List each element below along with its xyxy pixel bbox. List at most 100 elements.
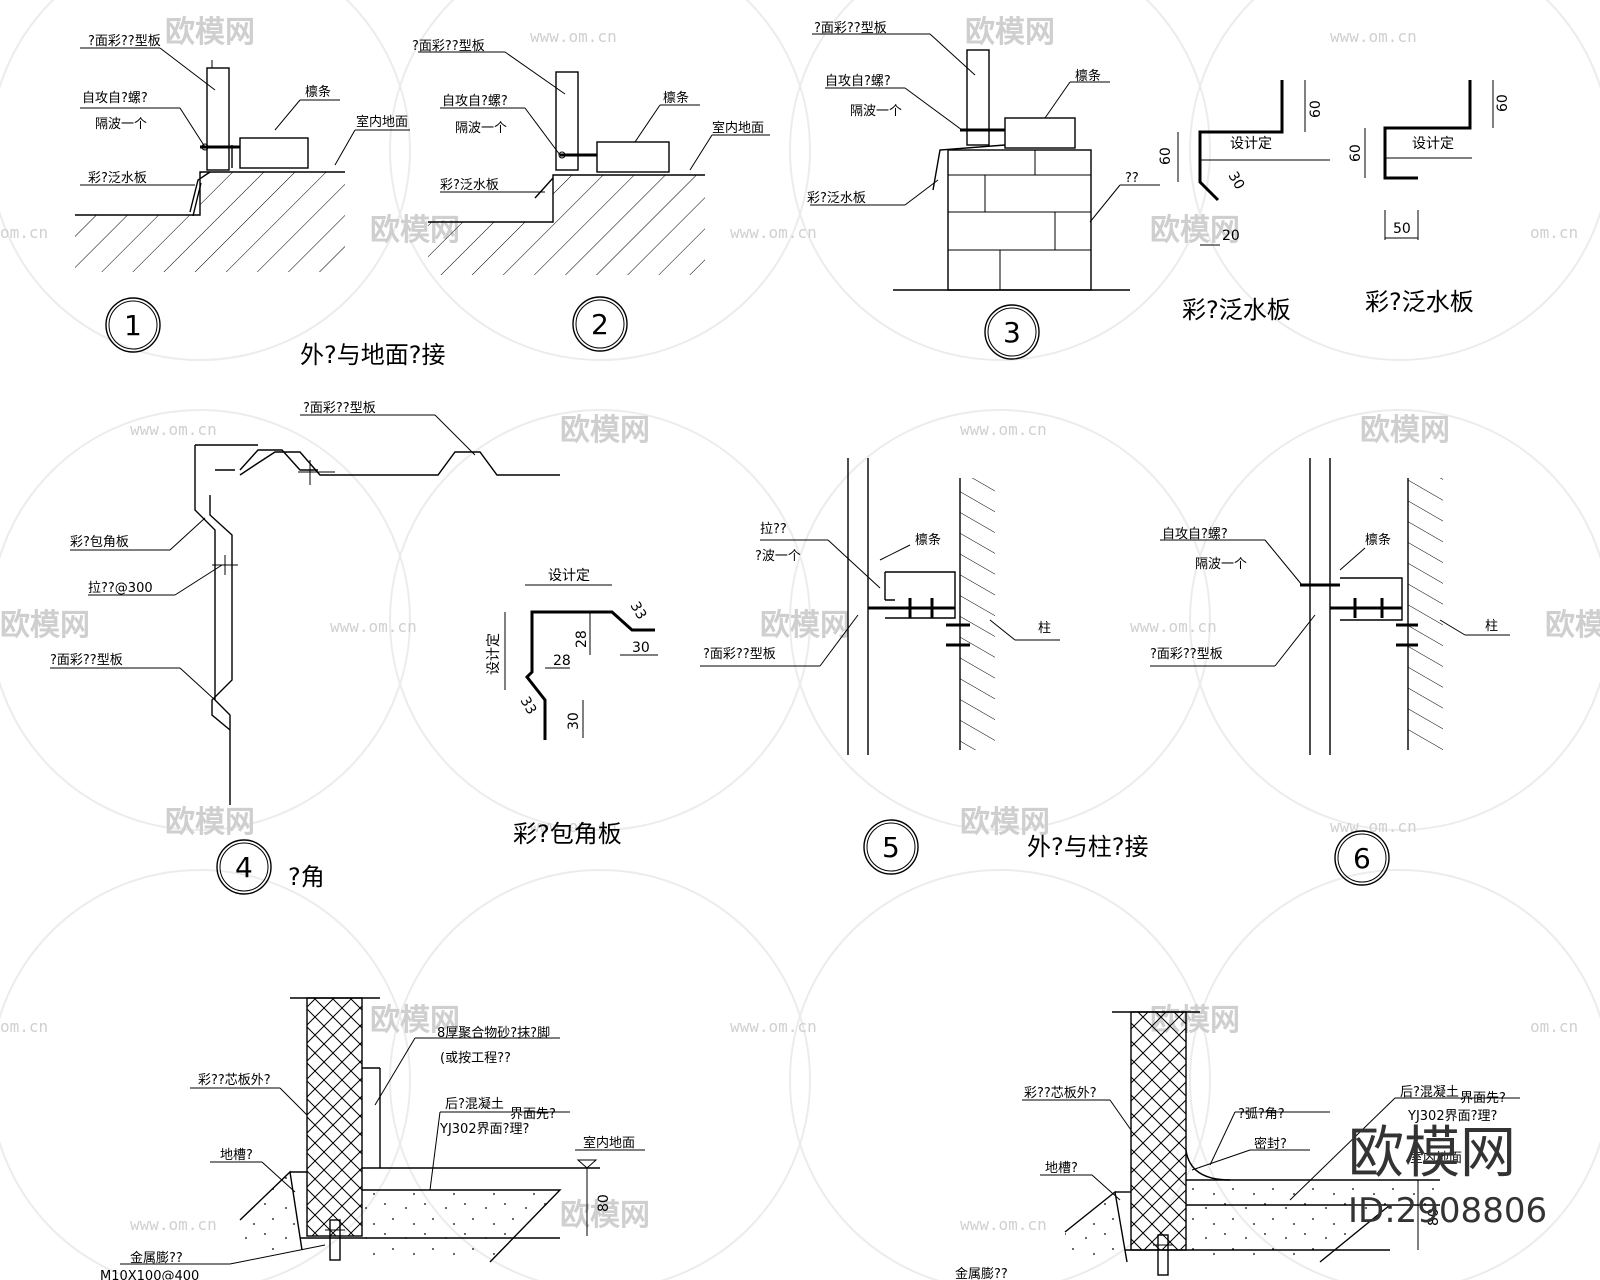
dim-80: 80 — [1426, 1208, 1442, 1226]
detail-number: 1 — [124, 309, 142, 342]
caption-wall-column: 外?与柱?接 — [1027, 833, 1148, 861]
watermark-url: www.om.cn — [730, 1017, 817, 1036]
watermark-url: www.om.cn — [330, 617, 417, 636]
label-interface: 界面先? — [1460, 1091, 1506, 1106]
dim: 30 — [566, 712, 582, 730]
label-purlin: 檩条 — [305, 84, 331, 100]
watermark-url: www.om.cn — [530, 27, 617, 46]
label-purlin: 檩条 — [1365, 532, 1391, 548]
detail-2: ?面彩??型板 自攻自?螺? 隔波一个 檩条 室内地面 彩?泛水板 2 — [412, 39, 770, 352]
watermark-brand: 欧模网 — [370, 1003, 460, 1038]
watermark-url: www.om.cn — [130, 1215, 217, 1234]
detail-4: ?面彩??型板 彩?包角板 拉??@300 ?面彩??型板 4 ?角 — [50, 401, 560, 895]
label-flashing: 彩?泛水板 — [807, 191, 866, 206]
watermark-url: om.cn — [0, 223, 48, 242]
watermark-url: om.cn — [1530, 223, 1578, 242]
caption-flashing-a: 彩?泛水板 — [1182, 296, 1291, 324]
watermark-brand: 欧模网 — [760, 608, 850, 643]
label-floor: 室内地面 — [583, 1135, 635, 1151]
caption-flashing-b: 彩?泛水板 — [1365, 288, 1474, 316]
watermark-url: www.om.cn — [530, 817, 617, 836]
detail-number: 4 — [235, 851, 253, 884]
watermark-brand: 欧模网 — [965, 15, 1055, 50]
dim-diag: 30 — [1225, 169, 1248, 192]
label-yj: YJ302界面?理? — [439, 1122, 529, 1137]
caption-wall-floor: 外?与地面?接 — [300, 341, 445, 369]
watermark-url: om.cn — [0, 1017, 48, 1036]
label-anchor-spec: M10X100@400 — [100, 1269, 199, 1280]
label-concrete: 后?混凝土 — [1400, 1084, 1459, 1100]
detail-7: 8厚聚合物砂?抹?脚 (或按工程?? 彩??芯板外? 后?混凝土 界面先? YJ… — [100, 997, 645, 1280]
dim-b: 50 — [1393, 221, 1411, 237]
label-concrete: 后?混凝土 — [445, 1096, 504, 1112]
watermark-url: www.om.cn — [1330, 27, 1417, 46]
label-interface: 界面先? — [510, 1107, 556, 1122]
dim-b: 20 — [1222, 228, 1240, 244]
dim-h: 60 — [1495, 94, 1511, 112]
label-panel: ?面彩??型板 — [1150, 647, 1223, 662]
label-panel: ?面彩??型板 — [412, 39, 485, 54]
dim: 28 — [553, 653, 571, 669]
corner-plate-profile: 设计定 设计定 33 28 28 30 33 30 彩?包角板 — [486, 568, 658, 848]
dim-v: 60 — [1158, 147, 1174, 165]
label-screw: 自攻自?螺? — [825, 74, 891, 89]
label-panel-top: ?面彩??型板 — [303, 401, 376, 416]
label-gap: ?波一个 — [755, 549, 801, 564]
detail-5: 拉?? ?波一个 檩条 柱 ?面彩??型板 5 — [700, 458, 1060, 875]
watermark-brand: 欧模网 — [960, 805, 1050, 840]
corner-watermark-id: ID:2908806 — [1348, 1191, 1547, 1231]
detail-1: ?面彩??型板 自攻自?螺? 隔波一个 檩条 室内地面 彩?泛水板 1 — [75, 34, 410, 353]
watermark-url: om.cn — [1530, 1017, 1578, 1036]
detail-6: 自攻自?螺? 隔波一个 檩条 柱 ?面彩??型板 6 — [1150, 458, 1510, 886]
label-gap: 隔波一个 — [1195, 557, 1247, 572]
label-groove: 地槽? — [1045, 1161, 1078, 1176]
label-floor: 室内地面 — [356, 114, 408, 130]
watermark-brand: 欧模网 — [560, 1198, 650, 1233]
label-anchor: 金属膨?? — [955, 1266, 1008, 1280]
dim: 33 — [517, 694, 540, 717]
label-wall: ?? — [1125, 171, 1139, 186]
label-flashing: 彩?泛水板 — [88, 171, 147, 186]
label-corner: 彩?包角板 — [70, 535, 129, 550]
caption-corner-plate: 彩?包角板 — [513, 820, 622, 848]
watermark-url: www.om.cn — [1130, 617, 1217, 636]
label-panel: ?面彩??型板 — [814, 21, 887, 36]
label-arc: ?弧?角? — [1238, 1107, 1285, 1122]
label-sandwich: 彩??芯板外? — [198, 1073, 271, 1088]
label-gap: 隔波一个 — [850, 104, 902, 119]
watermark-brand: 欧模网 — [165, 805, 255, 840]
watermark-brand: 欧模网 — [560, 413, 650, 448]
watermark-url: www.om.cn — [960, 1215, 1047, 1234]
label-rivet: 拉?? — [760, 522, 787, 537]
watermark-brand: 欧模网 — [1545, 608, 1600, 643]
watermark-brand: 欧模网 — [1360, 413, 1450, 448]
label-mortar: 8厚聚合物砂?抹?脚 — [437, 1025, 550, 1041]
watermark-brand: 欧模网 — [0, 608, 90, 643]
label-screw: 自攻自?螺? — [442, 94, 508, 109]
dim-v: 60 — [1348, 144, 1364, 162]
label-yj: YJ302界面?理? — [1407, 1109, 1497, 1124]
label-floor: 室内地面 — [712, 120, 764, 136]
label-screw: 自攻自?螺? — [1162, 527, 1228, 542]
label-panel: ?面彩??型板 — [703, 647, 776, 662]
caption-corner: ?角 — [288, 863, 325, 891]
label-purlin: 檩条 — [915, 532, 941, 548]
label-screw: 自攻自?螺? — [82, 91, 148, 106]
label-flashing: 彩?泛水板 — [440, 178, 499, 193]
label-anchor: 金属膨?? — [130, 1250, 183, 1266]
label-seal: 密封? — [1254, 1136, 1287, 1152]
label-groove: 地槽? — [220, 1148, 253, 1163]
flashing-profile-b: 设计定 60 60 50 彩?泛水板 — [1348, 80, 1511, 316]
detail-3: ?面彩??型板 自攻自?螺? 隔波一个 檩条 彩?泛水板 ?? 3 — [807, 21, 1160, 360]
label-gap: 隔波一个 — [455, 121, 507, 136]
watermark-url: www.om.cn — [1330, 817, 1417, 836]
dim-h: 60 — [1308, 100, 1324, 118]
design-v: 设计定 — [486, 633, 502, 675]
label-rivet: 拉??@300 — [88, 581, 153, 596]
watermark-url: www.om.cn — [960, 420, 1047, 439]
watermark-url: www.om.cn — [730, 223, 817, 242]
label-purlin: 檩条 — [1075, 68, 1101, 84]
